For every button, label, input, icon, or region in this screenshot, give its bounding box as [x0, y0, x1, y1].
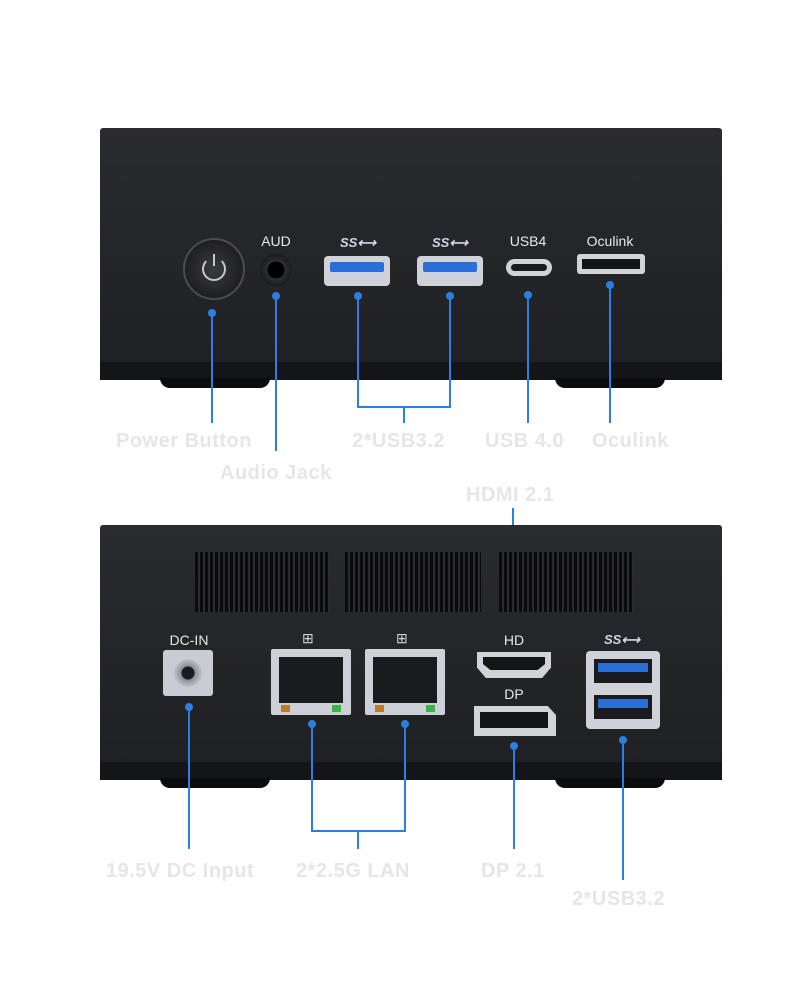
hdmi-port[interactable]: [477, 652, 551, 678]
callout-line: [211, 313, 213, 423]
usb-c-port[interactable]: [506, 259, 552, 276]
callout-line: [622, 740, 624, 880]
oculink-label: Oculink: [586, 233, 634, 249]
back-foot-left: [160, 778, 270, 788]
callout-audio-jack: Audio Jack: [220, 462, 332, 484]
callout-usb32-back: 2*USB3.2: [572, 888, 665, 910]
dp-label: DP: [504, 686, 524, 702]
back-foot-right: [555, 778, 665, 788]
usb-a-stack: [586, 651, 660, 729]
dcin-label: DC-IN: [169, 632, 209, 648]
callout-line: [275, 296, 277, 451]
callout-hdmi: HDMI 2.1: [466, 484, 555, 506]
network-icon: ⊞: [396, 630, 408, 646]
callout-line: [609, 285, 611, 423]
dc-in-port[interactable]: [163, 650, 213, 696]
superspeed-icon: SS⟷: [340, 235, 376, 250]
oculink-port[interactable]: [577, 254, 645, 274]
ethernet-port[interactable]: [271, 649, 351, 715]
vent-grille: [195, 552, 329, 612]
callout-line: [513, 746, 515, 849]
network-icon: ⊞: [302, 630, 314, 646]
callout-line: [312, 830, 406, 832]
callout-oculink: Oculink: [592, 430, 669, 452]
usb4-label: USB4: [509, 233, 547, 249]
callout-power-button: Power Button: [116, 430, 252, 452]
ethernet-port[interactable]: [365, 649, 445, 715]
callout-usb40: USB 4.0: [485, 430, 565, 452]
usb-a-port[interactable]: [594, 659, 652, 683]
superspeed-icon: SS⟷: [432, 235, 468, 250]
front-foot-left: [160, 378, 270, 388]
callout-dc-input: 19.5V DC Input: [106, 860, 255, 882]
usb-a-port[interactable]: [324, 256, 390, 286]
callout-usb32-front: 2*USB3.2: [352, 430, 445, 452]
callout-line: [404, 724, 406, 832]
callout-dp: DP 2.1: [481, 860, 545, 882]
callout-lan: 2*2.5G LAN: [296, 860, 410, 882]
audio-jack[interactable]: [260, 254, 292, 286]
vent-grille: [345, 552, 481, 612]
power-icon: [202, 257, 226, 281]
back-panel-base: [100, 762, 722, 780]
usb-a-port[interactable]: [417, 256, 483, 286]
callout-line: [188, 707, 190, 849]
callout-line: [527, 295, 529, 423]
superspeed-icon: SS⟷: [604, 632, 640, 647]
front-panel-base: [100, 362, 722, 380]
displayport-port[interactable]: [474, 706, 556, 736]
aud-label: AUD: [261, 233, 291, 249]
usb-a-port[interactable]: [594, 695, 652, 719]
callout-line: [357, 831, 359, 849]
callout-line: [311, 724, 313, 832]
hd-label: HD: [503, 632, 525, 648]
callout-line: [357, 296, 359, 408]
power-button[interactable]: [183, 238, 245, 300]
callout-line: [403, 407, 405, 423]
callout-line: [449, 296, 451, 408]
vent-grille: [499, 552, 633, 612]
